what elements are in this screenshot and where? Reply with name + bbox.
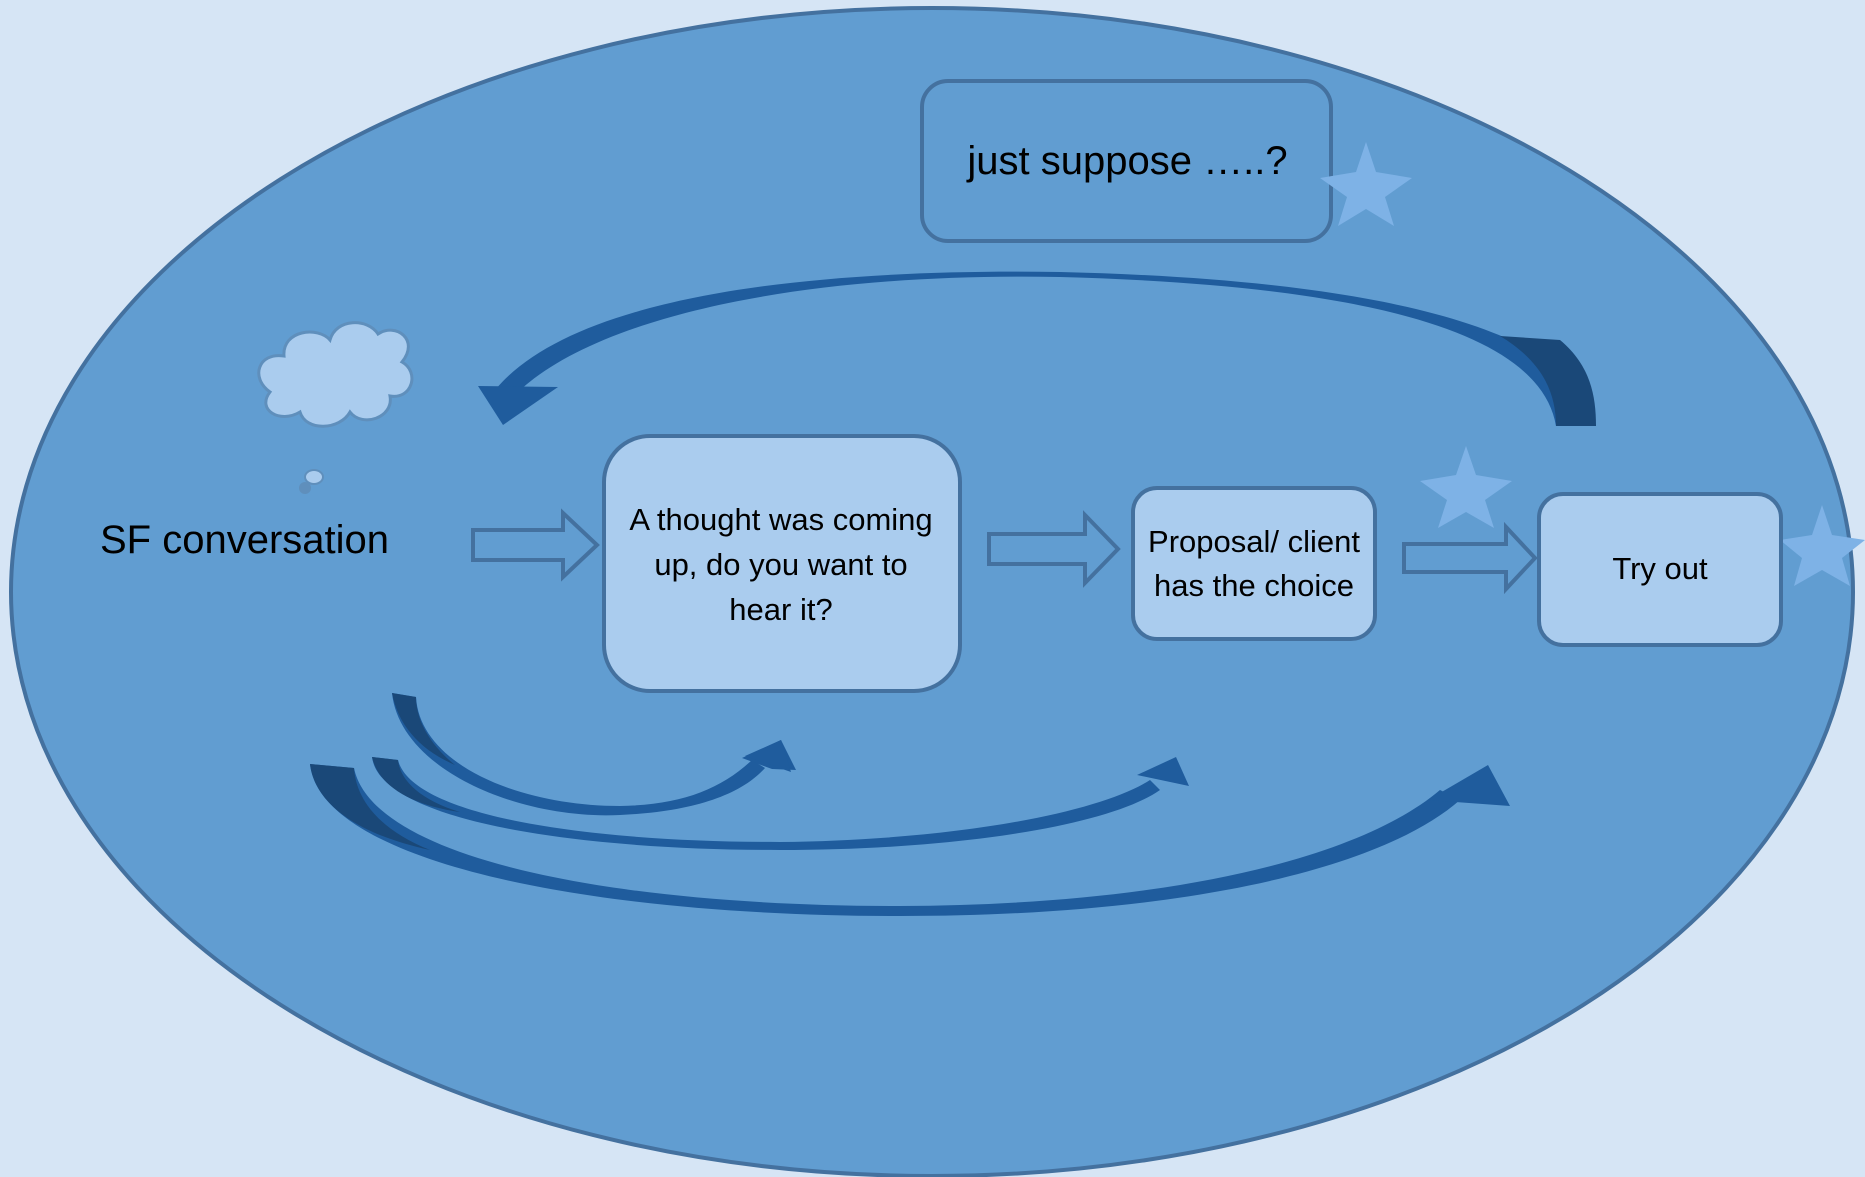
- block-arrow-2: [987, 510, 1121, 588]
- star-icon: [1780, 505, 1865, 586]
- block-arrow-3: [1402, 521, 1538, 595]
- proposal-box: [1131, 486, 1377, 641]
- just-suppose-box: [920, 79, 1333, 243]
- block-arrow-1: [471, 508, 600, 582]
- thought-box: [602, 434, 962, 693]
- cloud-icon: [257, 321, 414, 494]
- try-out-box: [1537, 492, 1783, 647]
- medium-curved-arrow: [372, 757, 1189, 850]
- short-curved-arrow: [392, 693, 796, 816]
- feedback-curved-arrow: [478, 271, 1596, 426]
- star-icon: [1320, 142, 1412, 226]
- star-icon: [1420, 446, 1512, 528]
- long-curved-arrow: [310, 764, 1510, 916]
